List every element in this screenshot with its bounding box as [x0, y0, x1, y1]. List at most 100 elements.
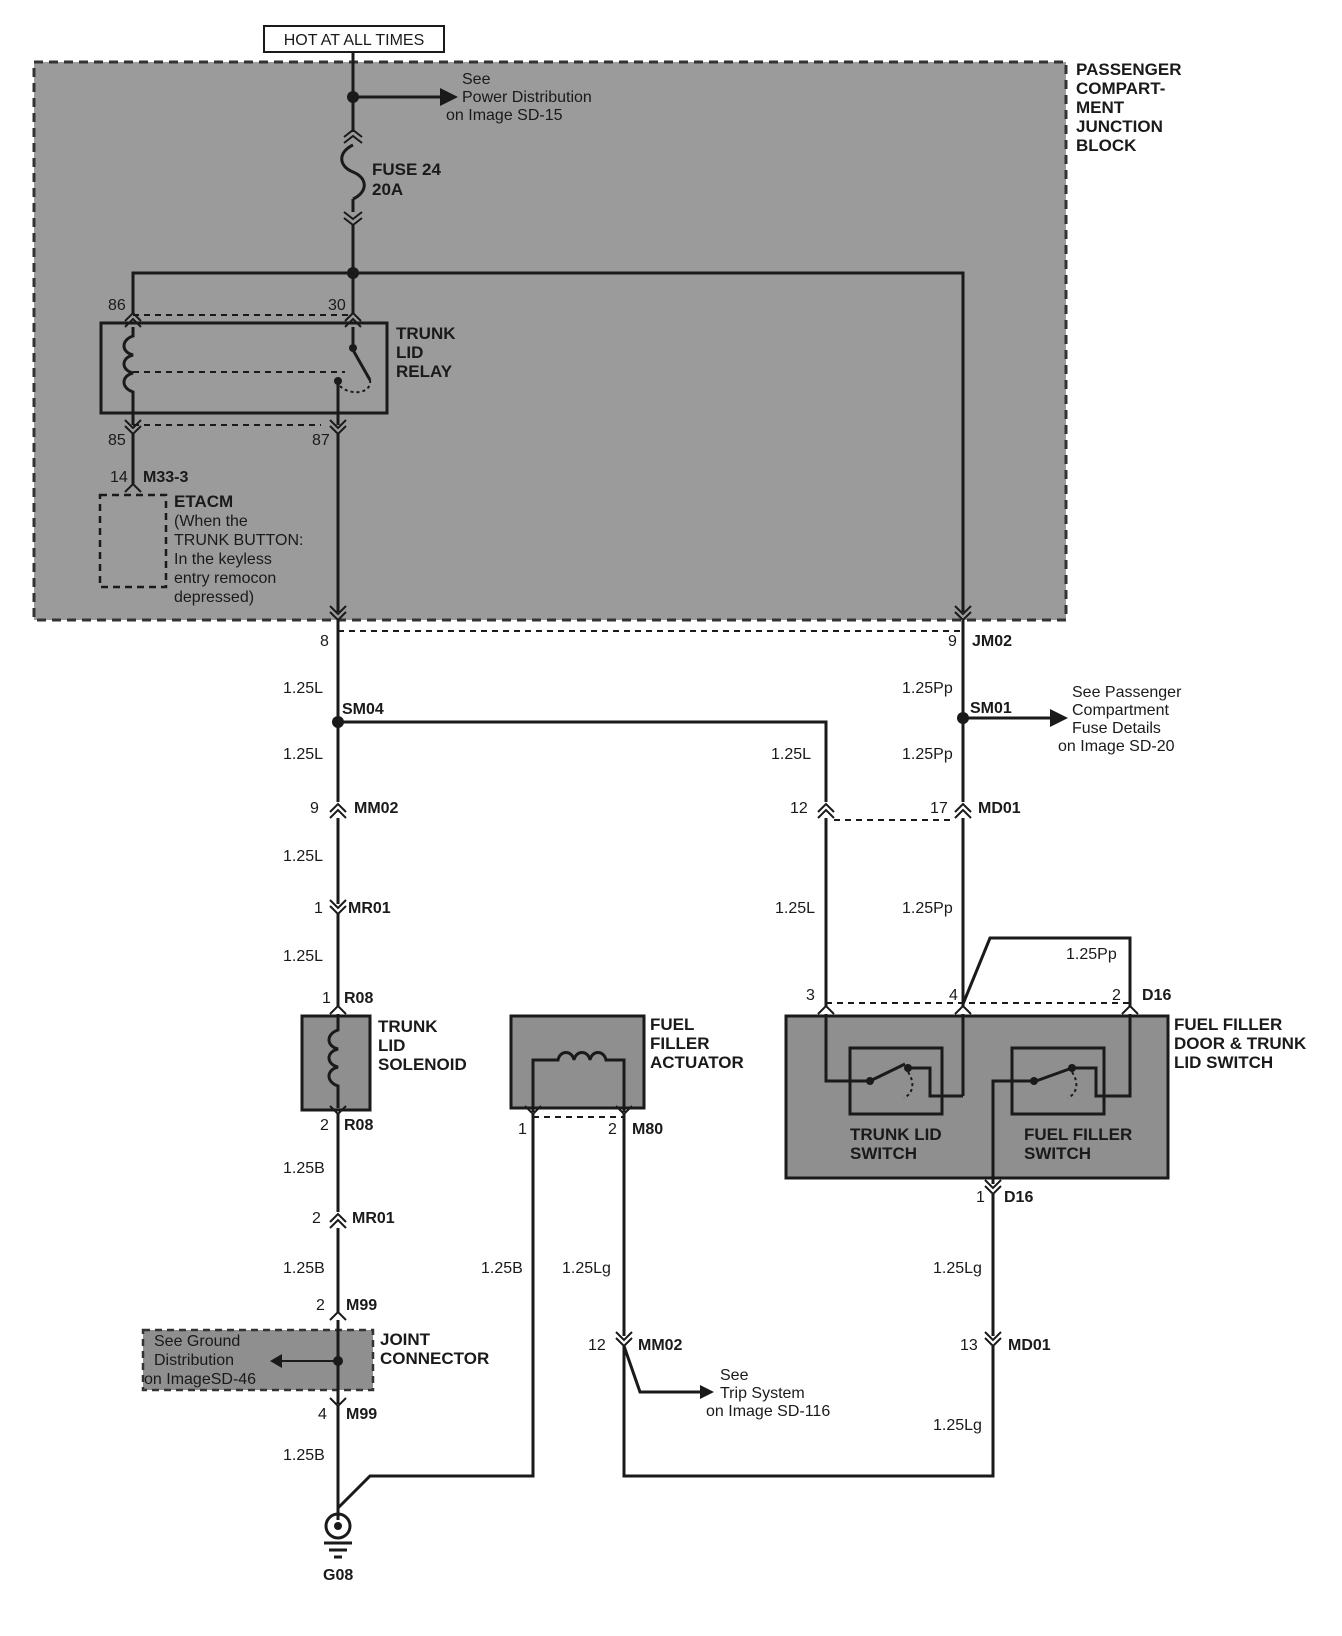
md01-left-connector-icon [817, 802, 835, 819]
m80-label: M80 [632, 1121, 663, 1138]
trip-ref-wire [622, 1345, 700, 1394]
trunk-switch-label: TRUNK LID SWITCH [850, 1125, 942, 1163]
trunk-lid-relay [99, 321, 389, 415]
wire-label: 1.25Pp [902, 680, 953, 697]
fuse-name: FUSE 24 [372, 160, 442, 179]
wire-label: 1.25Pp [902, 900, 953, 917]
switch-assembly-name-line: DOOR & TRUNK [1174, 1034, 1307, 1053]
md01-left-pin: 12 [790, 800, 808, 817]
jm02-left-pin: 8 [320, 633, 329, 650]
actuator-label: FUEL FILLER ACTUATOR [650, 1015, 744, 1072]
joint-connector-label: JOINT CONNECTOR [380, 1330, 489, 1368]
etacm-note: (When the TRUNK BUTTON: In the keyless e… [174, 513, 303, 606]
ground-ref-line: Distribution [154, 1352, 234, 1369]
wire-label: 1.25B [481, 1260, 523, 1277]
etacm-note-line: entry remocon [174, 570, 276, 587]
wire-label: 1.25L [283, 848, 323, 865]
r08-bot-label: R08 [344, 1117, 373, 1134]
ground-ring-icon [324, 1512, 352, 1540]
etacm-connector-icon [124, 482, 142, 493]
switch-assembly-name-line: FUEL FILLER [1174, 1015, 1282, 1034]
joint-connector-name-line: JOINT [380, 1330, 431, 1349]
etacm-connector: M33-3 [143, 469, 188, 486]
mm02-pin: 9 [310, 800, 319, 817]
r08-bot-pin: 2 [320, 1117, 329, 1134]
trip-system-ref: See Trip System on Image SD-116 [706, 1367, 830, 1420]
trip-ref-line: on Image SD-116 [706, 1403, 830, 1420]
mr01b-connector-icon [329, 1212, 347, 1229]
fuel-switch-name-line: FUEL FILLER [1024, 1125, 1132, 1144]
fuel-switch-feed-wire [961, 936, 1132, 1006]
d16-label: D16 [1142, 987, 1171, 1004]
wire-label: 1.25B [283, 1260, 325, 1277]
fuse-label: FUSE 24 20A [372, 160, 442, 199]
wire-label: 1.25Pp [902, 746, 953, 763]
mm02b-pin: 12 [588, 1337, 606, 1354]
solenoid-coil-icon [327, 1014, 340, 1108]
mr01b-pin: 2 [312, 1210, 321, 1227]
m99-top-label: M99 [346, 1297, 377, 1314]
trunk-switch-in-wire [824, 1014, 870, 1083]
mr01b-label: MR01 [352, 1210, 395, 1227]
fuel-switch-out-wire [991, 1079, 1034, 1184]
m99-top-pin: 2 [316, 1297, 325, 1314]
etacm-note-line: depressed) [174, 589, 254, 606]
ground-ref-line: See Ground [154, 1333, 240, 1350]
wire-label: 1.25L [283, 746, 323, 763]
power-ref-line: See [462, 71, 491, 88]
r08-top-pin: 1 [322, 990, 331, 1007]
fuse-ref-arrow-icon [1050, 709, 1068, 727]
solenoid-name-line: LID [378, 1036, 405, 1055]
relay-label: TRUNK LID RELAY [396, 324, 456, 381]
jm02-right-pin: 9 [948, 633, 957, 650]
ground-ref-arrow-icon [270, 1354, 282, 1368]
trip-ref-line: Trip System [720, 1385, 805, 1402]
junction-block-name-line: COMPART- [1076, 79, 1165, 98]
relay-name-line: RELAY [396, 362, 453, 381]
solenoid-name-line: TRUNK [378, 1017, 438, 1036]
actuator-name-line: FILLER [650, 1034, 710, 1053]
relay-contact-dot [349, 344, 357, 352]
wire-label: 1.25B [283, 1447, 325, 1464]
relay-pin-30: 30 [328, 297, 346, 314]
relay-pin-85: 85 [108, 432, 126, 449]
etacm-note-line: TRUNK BUTTON: [174, 532, 303, 549]
mm02-connector-icon [329, 802, 347, 819]
relay-coil-icon [122, 327, 135, 425]
switch-assembly-name-line: LID SWITCH [1174, 1053, 1273, 1072]
wire-label: 1.25Lg [562, 1260, 611, 1277]
junction-block-area [32, 60, 1068, 622]
sm04-label: SM04 [342, 701, 384, 718]
md01b-pin: 13 [960, 1337, 978, 1354]
wire-label: 1.25B [283, 1160, 325, 1177]
actuator-name-line: FUEL [650, 1015, 694, 1034]
relay-switch-blade-icon [351, 349, 372, 381]
fuse-ref-line: See Passenger [1072, 684, 1182, 701]
fuel-switch-in-wire [1072, 1014, 1132, 1098]
wire-label: 1.25L [771, 746, 811, 763]
trip-ref-line: See [720, 1367, 749, 1384]
solenoid-label: TRUNK LID SOLENOID [378, 1017, 467, 1074]
jm02-label: JM02 [972, 633, 1012, 650]
fuse-details-ref: See Passenger Compartment Fuse Details o… [1058, 684, 1182, 755]
fuse-ref-line: Compartment [1072, 702, 1169, 719]
md01-right-pin: 17 [930, 800, 948, 817]
actuator-pin1: 1 [518, 1121, 527, 1138]
d16-pin4-connector-icon [954, 1004, 972, 1015]
bus-wire [131, 271, 965, 612]
fuse-ref-line: on Image SD-20 [1058, 738, 1175, 755]
mm02b-label: MM02 [638, 1337, 683, 1354]
sm04-branch-wire [338, 720, 828, 802]
trunk-switch-name-line: SWITCH [850, 1144, 917, 1163]
d16b-pin: 1 [976, 1189, 985, 1206]
fuse-ref-line: Fuse Details [1072, 720, 1161, 737]
md01-label: MD01 [978, 800, 1021, 817]
ground-center-icon [334, 1522, 342, 1530]
fuse-24-icon [340, 143, 366, 201]
power-distribution-ref: See Power Distribution on Image SD-15 [446, 71, 592, 124]
power-ref-line: on Image SD-15 [446, 107, 563, 124]
etacm-note-line: (When the [174, 513, 248, 530]
d16-pin3: 3 [806, 987, 815, 1004]
junction-block-name-line: JUNCTION [1076, 117, 1163, 136]
